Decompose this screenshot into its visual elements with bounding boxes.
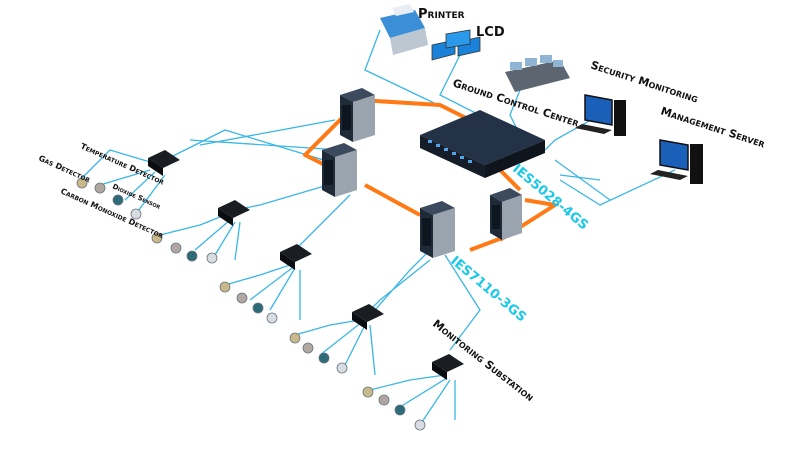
label-printer: Printer <box>418 7 465 22</box>
controller-4 <box>352 304 384 322</box>
sensors <box>76 177 426 431</box>
rail-switch-2 <box>322 143 357 197</box>
management-server-icon <box>650 139 703 184</box>
controller-1 <box>148 150 180 168</box>
controller-2 <box>218 200 250 218</box>
controller-5 <box>432 354 464 372</box>
printer-icon <box>380 4 428 55</box>
control-center-icon <box>505 55 570 92</box>
rail-switch-4 <box>490 188 522 240</box>
rail-switch-ies7110 <box>420 201 455 258</box>
blue-links <box>79 29 676 426</box>
label-gas-detector: Gas Detector <box>37 154 92 185</box>
core-switch-ies5028 <box>420 110 545 178</box>
label-lcd: LCD <box>476 25 505 40</box>
rail-switch-1 <box>340 88 375 142</box>
label-ies7110: IES7110-3GS <box>447 254 528 326</box>
security-computer-icon <box>575 94 626 136</box>
label-carbon-monoxide-detector: Carbon Monoxide Detector <box>59 187 165 241</box>
field-controllers <box>148 150 464 380</box>
lcd-monitors-icon <box>431 29 481 61</box>
controller-3 <box>280 244 312 262</box>
